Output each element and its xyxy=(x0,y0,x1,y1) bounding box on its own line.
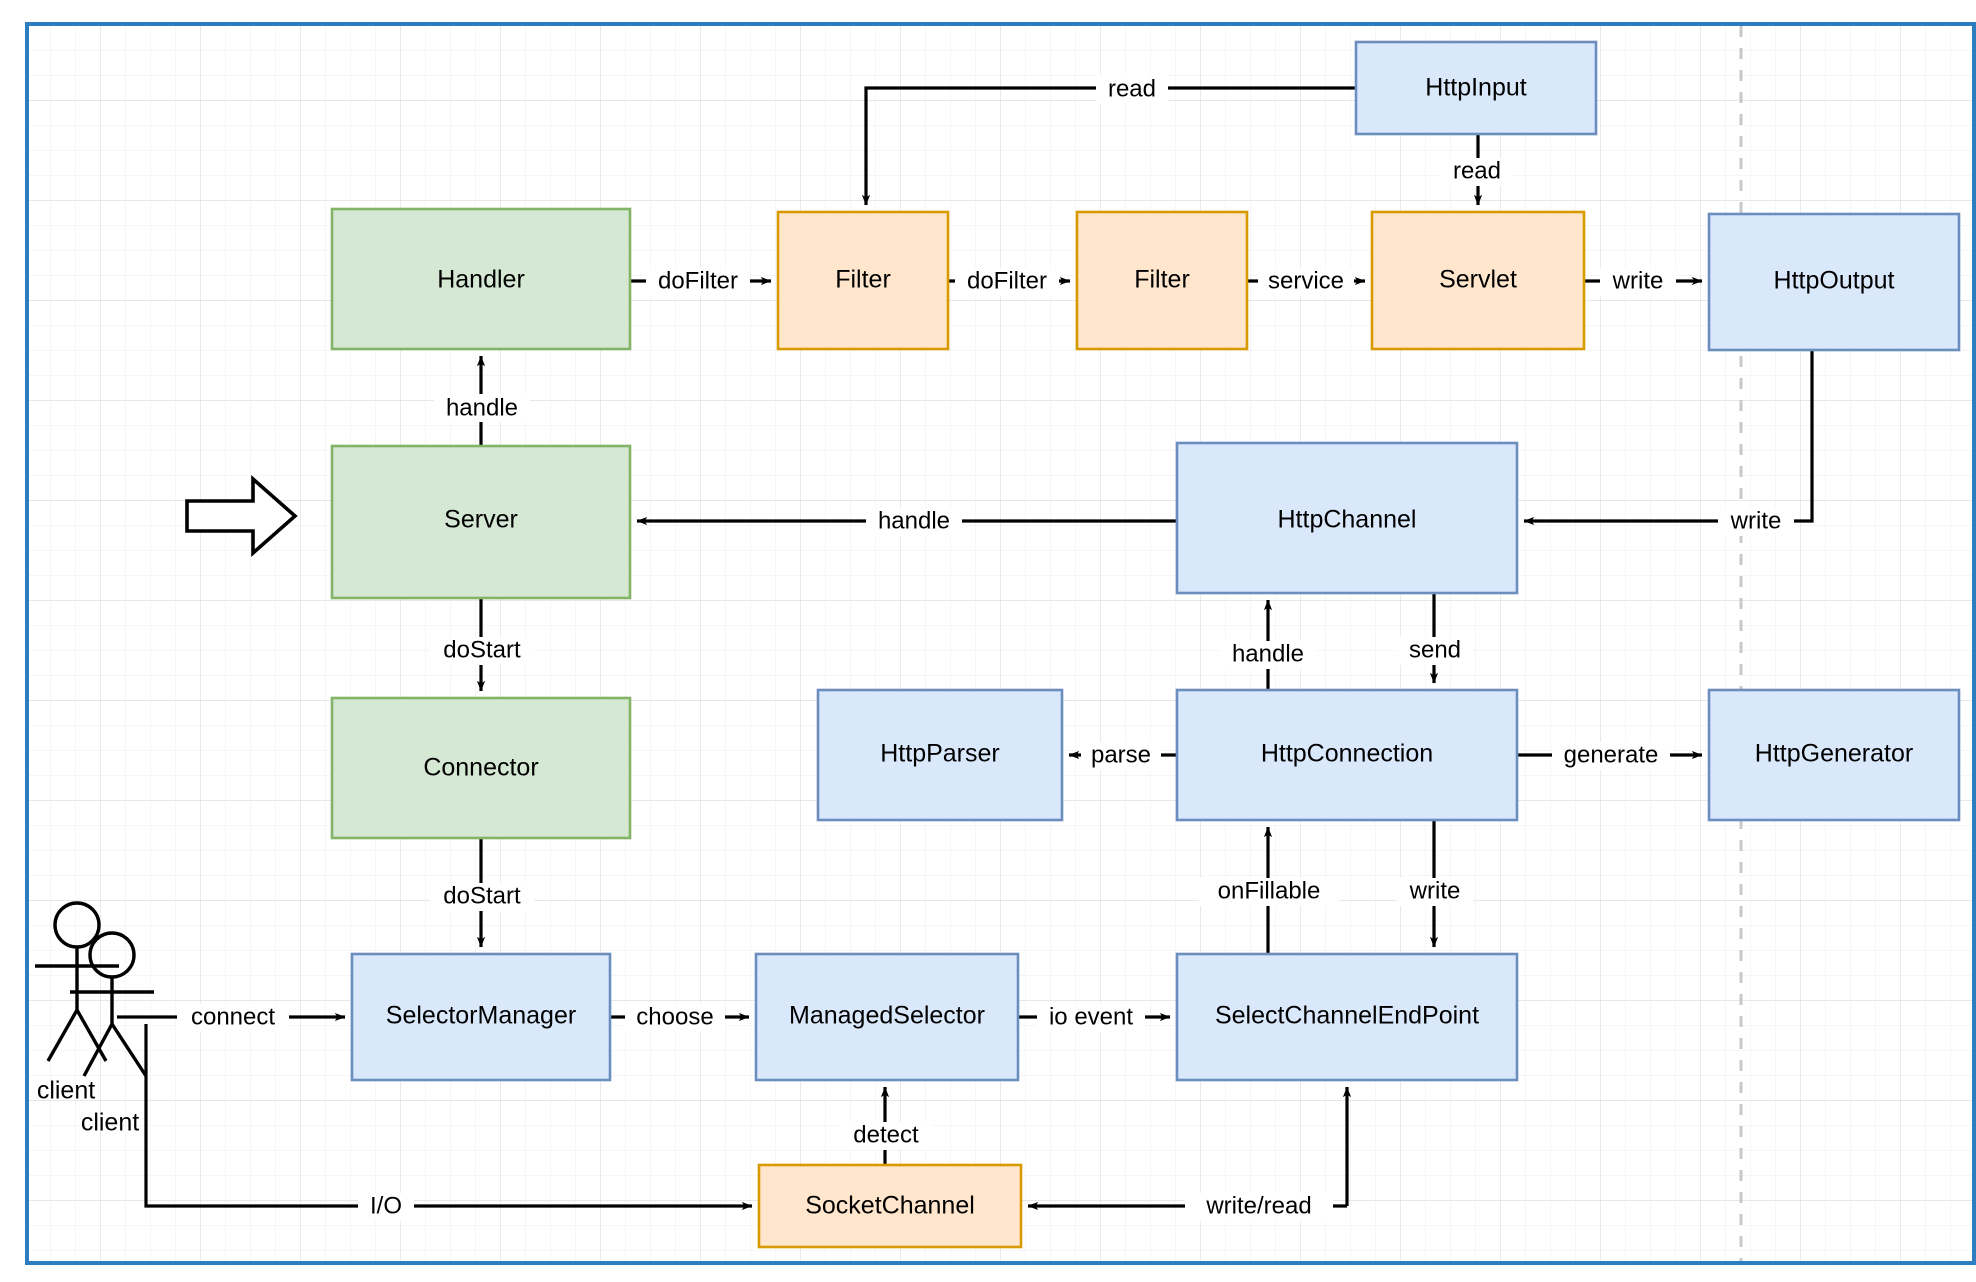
edge-httpinput-filter1 xyxy=(861,86,1356,206)
node-httpoutput-label: HttpOutput xyxy=(1774,267,1895,295)
edge-label-dofilter-1: doFilter xyxy=(646,267,750,296)
svg-text:write: write xyxy=(1409,877,1461,904)
edge-label-handle-channel: handle xyxy=(866,507,962,536)
node-connector-label: Connector xyxy=(423,754,538,782)
edge-label-handle-server: handle xyxy=(434,394,530,422)
node-httpchannel-label: HttpChannel xyxy=(1278,506,1417,534)
edge-label-dostart-1: doStart xyxy=(430,636,534,665)
node-filter-2-label: Filter xyxy=(1134,266,1190,294)
node-selectchannelendpoint[interactable]: SelectChannelEndPoint xyxy=(1175,952,1519,1082)
edge-label-parse: parse xyxy=(1081,741,1161,770)
svg-text:connect: connect xyxy=(191,1003,275,1030)
node-selectchannelendpoint-label: SelectChannelEndPoint xyxy=(1215,1002,1479,1030)
block-arrow-icon xyxy=(185,475,298,557)
edge-label-onfillable: onFillable xyxy=(1199,877,1339,906)
node-httpgenerator-label: HttpGenerator xyxy=(1755,740,1913,768)
node-httpinput[interactable]: HttpInput xyxy=(1354,40,1598,136)
node-httpparser-label: HttpParser xyxy=(880,740,999,768)
node-httpconnection[interactable]: HttpConnection xyxy=(1175,688,1519,822)
edge-label-io-event: io event xyxy=(1037,1003,1145,1032)
edge-label-write-httpoutput: write xyxy=(1718,507,1794,536)
edge-label-read-servlet: read xyxy=(1441,157,1513,186)
edge-label-service: service xyxy=(1258,267,1354,296)
actor-client-2 xyxy=(70,931,154,1077)
actor-label-layer: client client xyxy=(37,1077,139,1137)
node-server[interactable]: Server xyxy=(330,444,632,600)
edge-label-connect: connect xyxy=(177,1003,289,1032)
svg-text:parse: parse xyxy=(1091,741,1151,768)
edge-label-send: send xyxy=(1397,636,1473,665)
node-managedselector-label: ManagedSelector xyxy=(789,1002,985,1030)
svg-text:choose: choose xyxy=(636,1003,713,1030)
edge-client-socketchannel xyxy=(144,1024,753,1211)
node-servlet[interactable]: Servlet xyxy=(1370,210,1586,351)
node-managedselector[interactable]: ManagedSelector xyxy=(754,952,1020,1082)
svg-text:handle: handle xyxy=(446,394,518,421)
svg-text:doFilter: doFilter xyxy=(658,267,738,294)
node-server-label: Server xyxy=(444,506,518,534)
edge-label-layer: read read doFilter doFilter service writ… xyxy=(177,75,1794,1221)
node-httpoutput[interactable]: HttpOutput xyxy=(1707,212,1961,352)
svg-text:onFillable: onFillable xyxy=(1218,877,1321,904)
node-filter-2[interactable]: Filter xyxy=(1075,210,1249,351)
edge-label-choose: choose xyxy=(625,1003,725,1032)
svg-text:send: send xyxy=(1409,636,1461,663)
svg-text:write/read: write/read xyxy=(1205,1192,1311,1219)
svg-text:write: write xyxy=(1730,507,1782,534)
node-httpparser[interactable]: HttpParser xyxy=(816,688,1064,822)
svg-text:service: service xyxy=(1268,267,1344,294)
node-connector[interactable]: Connector xyxy=(330,696,632,840)
svg-text:read: read xyxy=(1108,75,1156,102)
node-socketchannel[interactable]: SocketChannel xyxy=(757,1163,1023,1249)
svg-text:I/O: I/O xyxy=(370,1192,402,1219)
actor-client-2-label: client xyxy=(81,1109,139,1137)
edge-httpoutput-httpchannel xyxy=(1523,350,1814,526)
edge-label-dostart-2: doStart xyxy=(430,882,534,911)
node-filter-1[interactable]: Filter xyxy=(776,210,950,351)
actor-client-1 xyxy=(35,901,119,1062)
svg-text:write: write xyxy=(1612,267,1664,294)
node-handler[interactable]: Handler xyxy=(330,207,632,351)
edge-label-handle-httpconn: handle xyxy=(1220,640,1316,669)
node-httpinput-label: HttpInput xyxy=(1425,74,1527,102)
svg-text:doStart: doStart xyxy=(443,882,521,909)
svg-text:doFilter: doFilter xyxy=(967,267,1047,294)
node-selectormanager-label: SelectorManager xyxy=(386,1002,576,1030)
node-httpchannel[interactable]: HttpChannel xyxy=(1175,441,1519,595)
svg-text:handle: handle xyxy=(878,507,950,534)
node-servlet-label: Servlet xyxy=(1439,266,1517,294)
svg-text:detect: detect xyxy=(853,1121,919,1148)
edge-label-dofilter-2: doFilter xyxy=(955,267,1059,296)
node-selectormanager[interactable]: SelectorManager xyxy=(350,952,612,1082)
node-socketchannel-label: SocketChannel xyxy=(805,1192,975,1220)
svg-text:io event: io event xyxy=(1049,1003,1133,1030)
node-filter-1-label: Filter xyxy=(835,266,891,294)
svg-text:generate: generate xyxy=(1564,741,1659,768)
svg-text:doStart: doStart xyxy=(443,636,521,663)
edge-label-generate: generate xyxy=(1552,741,1670,770)
node-handler-label: Handler xyxy=(437,266,525,294)
edge-label-write-servlet: write xyxy=(1600,267,1676,296)
edge-label-io: I/O xyxy=(358,1192,414,1221)
node-httpconnection-label: HttpConnection xyxy=(1261,740,1433,768)
node-httpgenerator[interactable]: HttpGenerator xyxy=(1707,688,1961,822)
actor-client-1-label: client xyxy=(37,1077,95,1105)
edge-label-detect: detect xyxy=(840,1121,932,1150)
svg-text:read: read xyxy=(1453,157,1501,184)
edge-label-write-httpconn: write xyxy=(1397,877,1473,906)
svg-text:handle: handle xyxy=(1232,640,1304,667)
edge-label-read-top: read xyxy=(1096,75,1168,103)
node-layer: Handler Server Connector Filter Filter S… xyxy=(330,40,1961,1249)
edge-label-write-read: write/read xyxy=(1185,1192,1333,1221)
